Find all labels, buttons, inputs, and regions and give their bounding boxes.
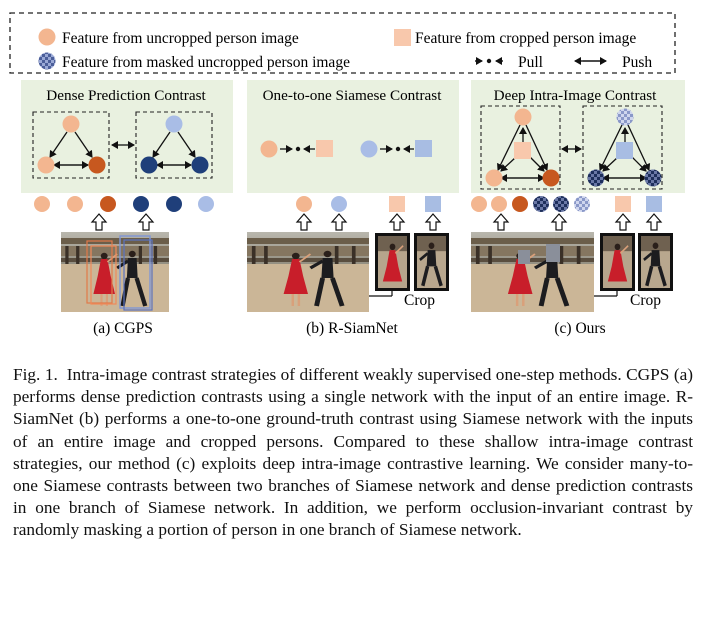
panel-a-background — [21, 80, 233, 193]
node-cropped-blue — [415, 140, 432, 157]
panel-c-title: Deep Intra-Image Contrast — [494, 87, 658, 104]
panel-c-photo — [471, 232, 594, 312]
panel-c-crop-label: Crop — [630, 292, 661, 309]
panel-c-sublabel: (c) Ours — [554, 320, 605, 337]
panel-a-title: Dense Prediction Contrast — [46, 87, 206, 104]
panel-b-title: One-to-one Siamese Contrast — [263, 87, 443, 104]
panel-c-crops — [594, 233, 673, 297]
node-uncropped-navy — [140, 156, 158, 174]
legend: Feature from uncropped person image Feat… — [9, 12, 676, 74]
figure-diagram: Feature from uncropped person image Feat… — [9, 12, 685, 337]
pull-arrow-icon — [475, 57, 503, 65]
node-masked-dark — [644, 169, 662, 187]
node-uncropped-light — [62, 115, 80, 133]
node-uncropped-light — [260, 140, 278, 158]
panel-b-feature-row — [296, 196, 441, 212]
node-uncropped-light — [37, 156, 55, 174]
panel-a-sublabel: (a) CGPS — [93, 320, 153, 337]
panel-c-feature-row — [471, 196, 662, 212]
legend-uncropped-icon — [38, 28, 56, 46]
legend-masked-icon — [38, 52, 56, 70]
panel-b-photo — [247, 232, 369, 312]
legend-uncropped-text: Feature from uncropped person image — [62, 30, 299, 47]
figure-caption: Fig. 1. Intra-image contrast strategies … — [13, 364, 693, 542]
panel-c-diagram — [480, 105, 663, 190]
legend-cropped-icon — [394, 29, 411, 46]
node-masked-dark — [587, 169, 605, 187]
legend-masked-text: Feature from masked uncropped person ima… — [62, 54, 350, 71]
legend-cropped-text: Feature from cropped person image — [415, 30, 636, 47]
panel-b-crops — [369, 233, 449, 297]
up-arrow-icons — [90, 213, 663, 231]
legend-pull-text: Pull — [518, 54, 543, 71]
panel-a-feature-row — [34, 196, 214, 212]
legend-push-text: Push — [622, 54, 652, 71]
node-uncropped-dark — [88, 156, 106, 174]
panel-b-sublabel: (b) R-SiamNet — [306, 320, 398, 337]
panel-b-crop-label: Crop — [404, 292, 435, 309]
panel-a-photo — [61, 232, 169, 312]
node-uncropped-blue — [165, 115, 183, 133]
node-uncropped-light — [514, 108, 532, 126]
caption-text: Intra-image contrast strategies of diffe… — [13, 365, 693, 540]
panel-b-background — [247, 80, 459, 193]
caption-label: Fig. 1. — [13, 365, 58, 384]
node-uncropped-light — [485, 169, 503, 187]
legend-border — [9, 12, 676, 74]
node-masked-light — [616, 108, 634, 126]
node-uncropped-blue — [360, 140, 378, 158]
node-cropped-orange — [514, 142, 531, 159]
node-cropped-blue — [616, 142, 633, 159]
panel-b-diagram — [260, 140, 432, 158]
panel-a-diagram — [32, 111, 213, 179]
node-cropped-orange — [316, 140, 333, 157]
node-uncropped-navy — [191, 156, 209, 174]
node-uncropped-dark — [542, 169, 560, 187]
